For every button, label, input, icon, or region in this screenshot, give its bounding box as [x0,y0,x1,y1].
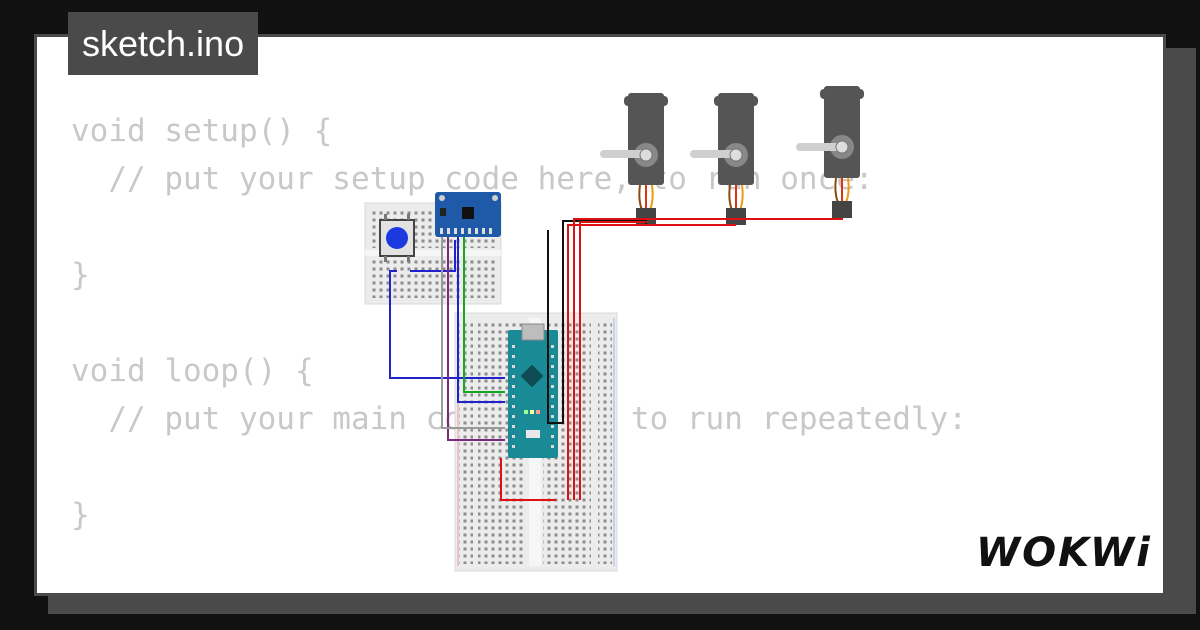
pushbutton-icon[interactable] [379,214,415,262]
servo-motor-icon[interactable] [600,93,668,225]
code-line: void loop() { [71,353,314,389]
arduino-nano-icon[interactable] [508,323,558,458]
wires [389,218,843,501]
file-tab[interactable]: sketch.ino [68,12,259,75]
servo-motor-icon[interactable] [690,93,758,225]
code-line: // put your setup code here, to run once… [71,161,874,197]
code-line: void setup() { [71,113,333,149]
servo-motor-icon[interactable] [796,86,864,218]
code-line: } [71,497,90,533]
wokwi-logo: WOKWi [976,530,1152,576]
accelerometer-board-icon[interactable] [435,192,501,237]
code-editor: void setup() { // put your setup code he… [71,107,967,539]
code-line: } [71,257,90,293]
